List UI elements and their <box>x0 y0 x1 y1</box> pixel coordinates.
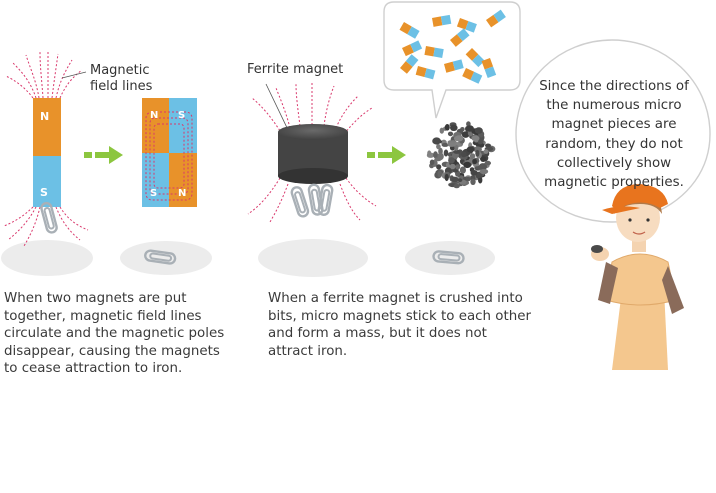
ferrite-particle <box>474 127 483 134</box>
ferrite-particle <box>437 170 443 178</box>
arrow-1 <box>84 146 123 164</box>
shadow-2 <box>120 241 212 275</box>
caption-middle: When a ferrite magnet is crushed into bi… <box>268 291 531 359</box>
ferrite-particle <box>469 153 476 159</box>
ferrite-particle <box>457 178 463 183</box>
ferrite-particle <box>470 170 478 176</box>
ferrite-particle <box>453 149 461 154</box>
ferrite-particle <box>472 158 477 165</box>
pair-pole-s-2: S <box>150 188 158 199</box>
ferrite-clips <box>289 182 335 219</box>
ferrite-particle <box>484 160 491 166</box>
ferrite-particle <box>479 168 489 175</box>
ferrite-particle <box>478 163 487 171</box>
ferrite-particle <box>447 142 457 147</box>
ferrite-particle <box>478 176 483 184</box>
bar-magnet-s <box>33 156 61 207</box>
arrow-2 <box>367 146 406 164</box>
ferrite-particle <box>463 161 472 168</box>
ferrite-particle <box>427 150 432 156</box>
ferrite-particle <box>436 164 442 170</box>
speech-text: Since the directions of the numerous mic… <box>539 79 689 191</box>
ferrite-particle <box>480 156 487 163</box>
ferrite-particle <box>465 125 474 132</box>
shadow-1 <box>1 240 93 276</box>
ferrite-particle <box>443 149 449 157</box>
field-lines-left <box>3 50 89 247</box>
crushed-mass <box>426 121 496 189</box>
ferrite-particle <box>460 151 467 158</box>
ferrite-particle <box>455 164 461 170</box>
ferrite-particle <box>451 176 459 183</box>
ferrite-particle <box>437 152 444 161</box>
ferrite-particle <box>429 159 435 166</box>
pole-s-label: S <box>40 186 48 199</box>
character <box>591 184 684 370</box>
ferrite-leader <box>265 83 291 135</box>
ferrite-particle <box>459 166 466 174</box>
ferrite-particle <box>475 149 480 157</box>
ferrite-particle <box>444 173 449 182</box>
ferrite-particle <box>447 131 454 137</box>
ferrite-particle <box>459 156 468 160</box>
ferrite-magnet <box>278 124 348 184</box>
ferrite-particle <box>433 151 438 159</box>
ferrite-particle <box>449 163 456 170</box>
ferrite-particle <box>473 146 482 153</box>
ferrite-particle <box>471 135 480 142</box>
ferrite-particle <box>483 149 489 154</box>
ferrite-particle <box>470 178 476 185</box>
ferrite-particle <box>436 144 441 150</box>
shadow-4 <box>405 241 495 275</box>
pair-pole-s-1: S <box>178 110 186 121</box>
ferrite-particle <box>485 143 491 148</box>
ferrite-particle <box>466 146 475 153</box>
shadow-3 <box>258 239 368 277</box>
ferrite-magnet-label: Ferrite magnet <box>247 62 344 77</box>
ferrite-particle <box>453 183 460 189</box>
paired-magnets <box>142 98 197 207</box>
ferrite-particle <box>441 142 449 147</box>
ferrite-particle <box>459 175 464 180</box>
ferrite-particle <box>444 124 450 131</box>
ferrite-particle <box>432 137 441 145</box>
caption-left: When two magnets are put together, magne… <box>4 291 225 376</box>
ferrite-particle <box>475 174 482 179</box>
ferrite-particle <box>439 127 444 134</box>
field-lines-leader <box>61 71 87 79</box>
bar-magnet-n <box>33 98 61 156</box>
ferrite-particle <box>454 144 459 151</box>
pole-n-label: N <box>40 110 50 123</box>
pair-pole-n-1: N <box>150 110 159 121</box>
ferrite-particle <box>453 135 463 142</box>
pair-pole-n-2: N <box>178 188 187 199</box>
ferrite-particle <box>450 124 458 131</box>
ferrite-particle <box>465 176 471 182</box>
ferrite-particle <box>448 157 455 164</box>
field-lines-label: Magnetic field lines <box>90 63 153 94</box>
ferrite-particle <box>461 131 470 138</box>
